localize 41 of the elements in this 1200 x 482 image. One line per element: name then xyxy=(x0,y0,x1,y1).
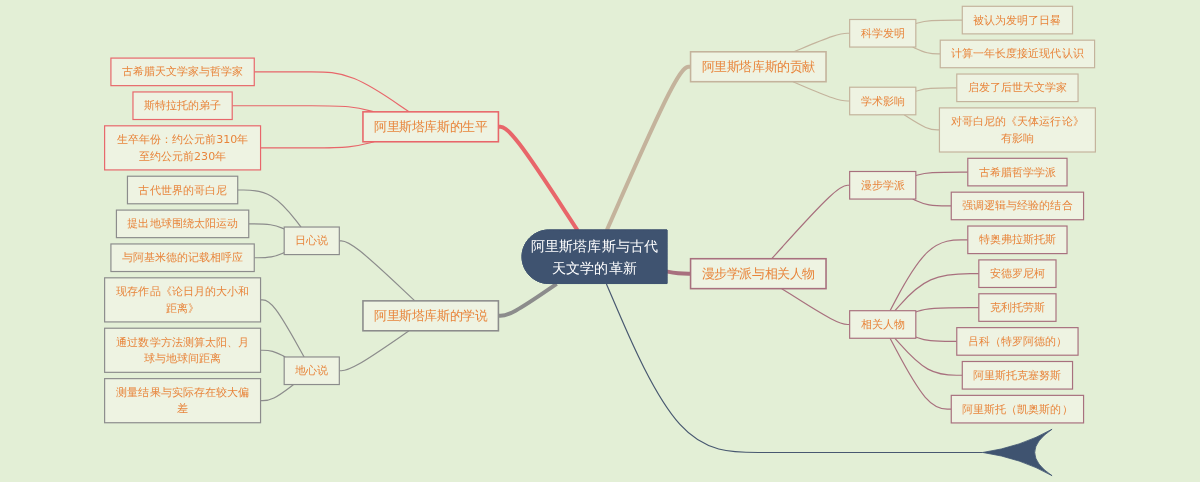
node-box: 特奥弗拉斯托斯 xyxy=(967,225,1068,255)
node-box: 古希腊天文学家与哲学家 xyxy=(110,57,255,87)
node-box: 与阿基米德的记载相呼应 xyxy=(110,243,255,273)
connector xyxy=(498,282,558,318)
node-box: 对哥白尼的《天体运行论》有影响 xyxy=(938,107,1096,153)
node-box: 学术影响 xyxy=(849,86,917,116)
connector xyxy=(912,198,952,207)
node-box: 测量结果与实际存在较大偏差 xyxy=(104,378,262,424)
node-box: 克利托劳斯 xyxy=(978,293,1057,322)
node-box: 相关人物 xyxy=(849,310,917,339)
node-box: 科学发明 xyxy=(849,18,917,48)
node-box: 被认为发明了日晷 xyxy=(961,5,1074,35)
node-box: 阿里斯塔库斯的贡献 xyxy=(689,51,827,83)
connector xyxy=(248,223,285,230)
node-box: 阿里斯塔库斯的学说 xyxy=(362,300,500,332)
node-box: 日心说 xyxy=(283,226,340,256)
node-box: 阿里斯托（凯奥斯的） xyxy=(950,394,1085,424)
node-box: 古希腊哲学学派 xyxy=(967,157,1068,187)
connector xyxy=(915,19,963,25)
connector xyxy=(605,283,984,454)
node-box: 阿里斯塔库斯的生平 xyxy=(362,111,500,143)
node-box: 通过数学方法测算太阳、月球与地球间距离 xyxy=(104,327,262,373)
node-box: 漫步学派与相关人物 xyxy=(689,257,827,290)
connector xyxy=(912,46,941,55)
node-box: 提出地球围绕太阳运动 xyxy=(115,209,250,239)
node-box: 安德罗尼柯 xyxy=(978,259,1057,289)
node-box: 地心说 xyxy=(283,356,340,386)
node-box: 阿里斯托克塞努斯 xyxy=(961,360,1074,390)
connector xyxy=(894,337,963,376)
node-box: 计算一年长度接近现代认识 xyxy=(939,39,1096,69)
node-box: 生卒年份：约公元前310年至约公元前230年 xyxy=(104,125,262,171)
node-box: 现存作品《论日月的大小和距离》 xyxy=(104,277,262,323)
connector xyxy=(237,189,302,228)
node-box: 斯特拉托的弟子 xyxy=(132,91,233,121)
node-box: 吕科（特罗阿德的） xyxy=(956,327,1079,356)
node-tail xyxy=(982,428,1053,477)
connector xyxy=(889,337,952,410)
node-box: 漫步学派 xyxy=(849,170,917,200)
node-box: 强调逻辑与经验的结合 xyxy=(950,191,1085,221)
node-box: 古代世界的哥白尼 xyxy=(126,175,239,205)
node-box: 启发了后世天文学家 xyxy=(956,73,1079,103)
